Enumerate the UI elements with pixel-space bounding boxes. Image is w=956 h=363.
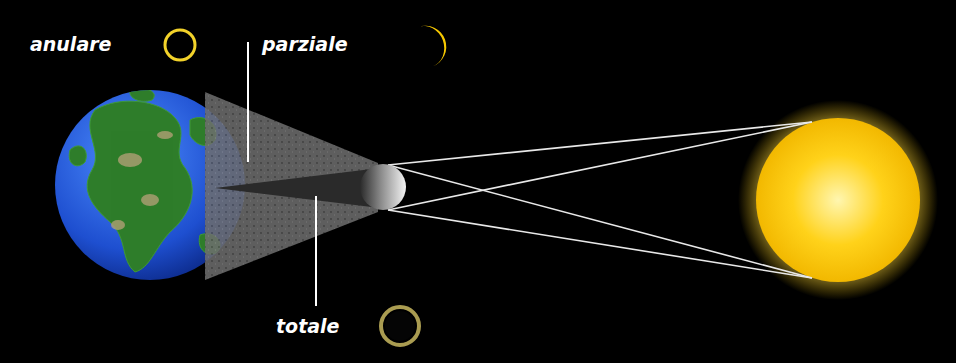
annular-icon — [165, 30, 195, 60]
partial-icon — [418, 20, 452, 67]
eclipse-type-label: anulare — [30, 33, 111, 56]
leader-line — [247, 42, 249, 162]
total-icon — [381, 307, 419, 345]
total-icon-disc — [385, 311, 415, 341]
leader-line — [315, 196, 317, 306]
sun — [738, 100, 938, 300]
light-rays — [388, 122, 812, 278]
eclipse-type-label: totale — [276, 315, 339, 338]
umbra — [215, 168, 380, 208]
moon — [360, 164, 406, 210]
eclipse-type-label: parziale — [262, 33, 348, 56]
